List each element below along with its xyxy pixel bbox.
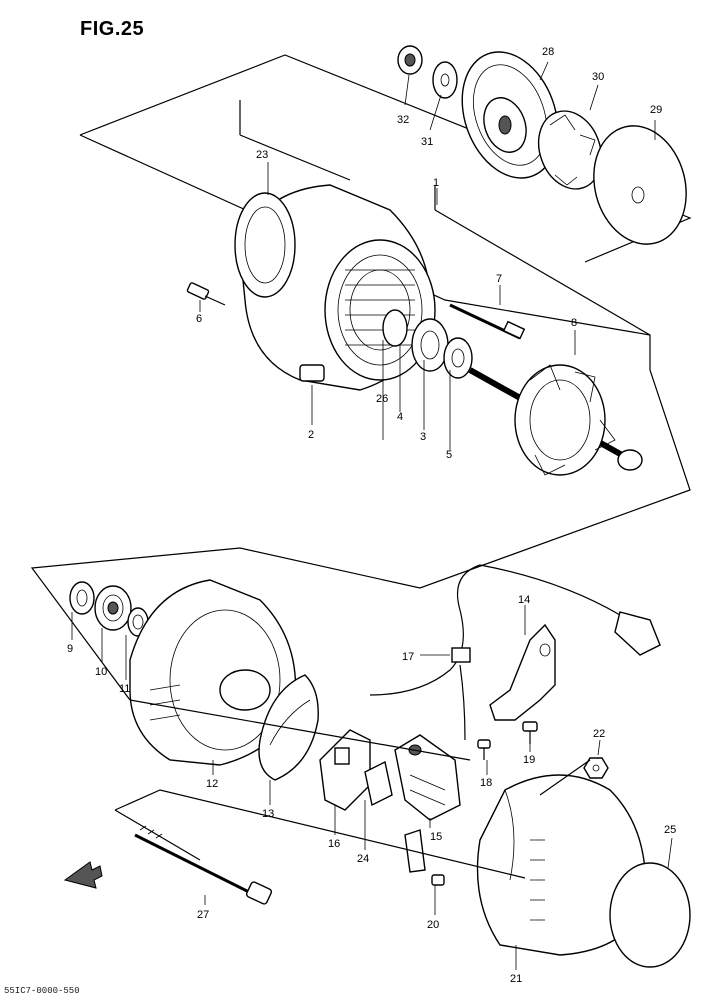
callout-31: 31 [421,136,433,148]
figure-title: FIG.25 [80,18,145,40]
callout-20: 20 [427,919,439,931]
rotor-8 [468,364,643,476]
callout-1: 1 [433,177,439,189]
callout-26: 26 [376,393,388,405]
callout-3: 3 [420,431,426,443]
callout-27: 27 [197,909,209,921]
callout-29: 29 [650,104,662,116]
pulley-fan [461,51,559,179]
callout-10: 10 [95,666,107,678]
bearing-10 [94,585,132,631]
fan-part-30 [537,110,603,190]
callout-13: 13 [262,808,274,820]
front-arrow-icon [63,861,103,889]
regulator-15 [394,734,461,821]
nut-22 [583,757,609,779]
callout-32: 32 [397,114,409,126]
callout-labels: 32 31 28 30 29 23 1 6 7 8 26 4 2 3 5 9 1… [67,46,676,985]
callout-4: 4 [397,411,403,423]
gasket-23 [234,192,296,298]
callout-17: 17 [402,651,414,663]
bracket-14 [489,623,556,721]
screw-19 [522,721,538,744]
washer-31 [432,61,458,99]
callout-18: 18 [480,777,492,789]
brush-holder-16 [319,729,371,811]
figure-footer-code: 55IC7-0000-550 [4,986,80,996]
leader-lines [71,61,673,970]
nut-32 [397,45,423,75]
spacer-29 [593,125,687,245]
washer-9 [69,581,95,615]
callout-28: 28 [542,46,554,58]
callout-11: 11 [119,683,130,695]
callout-19: 19 [523,754,535,766]
callout-6: 6 [196,313,202,325]
callout-15: 15 [430,831,442,843]
screw-18 [477,739,491,760]
callout-22: 22 [593,728,605,740]
bearing-assembly [382,309,473,379]
through-bolt-27 [134,825,273,905]
callout-16: 16 [328,838,340,850]
callout-5: 5 [446,449,452,461]
callout-23: 23 [256,149,268,161]
cap-25 [609,862,691,968]
wire-harness-17 [369,564,661,741]
callout-2: 2 [308,429,314,441]
callout-14: 14 [518,594,530,606]
callout-25: 25 [664,824,676,836]
callout-30: 30 [592,71,604,83]
bolt-7 [449,303,526,340]
callout-21: 21 [510,973,522,985]
callout-8: 8 [571,317,577,329]
lower-assembly-boundary [114,699,591,879]
callout-9: 9 [67,643,73,655]
callout-12: 12 [206,778,218,790]
callout-7: 7 [496,273,502,285]
callout-24: 24 [357,853,369,865]
brush-24 [364,760,393,807]
screw-6 [186,282,226,306]
